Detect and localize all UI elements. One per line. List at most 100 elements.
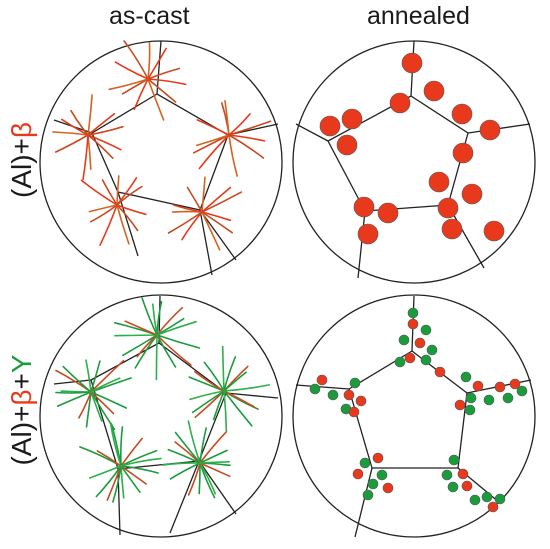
gamma-particle (376, 469, 388, 481)
grain-boundary (199, 209, 213, 276)
beta-gamma-needle-cluster (155, 334, 158, 381)
beta-gamma-needle-cluster (194, 370, 225, 392)
beta-gamma-needle-cluster (120, 457, 162, 467)
beta-particle (483, 220, 505, 242)
beta-needle-cluster (101, 179, 118, 206)
beta-gamma-needle-cluster (199, 461, 230, 464)
gamma-particle (420, 324, 432, 336)
gamma-particle (362, 489, 374, 501)
beta-needle-cluster (201, 186, 232, 213)
beta-gamma-needle-cluster (90, 391, 103, 422)
grain-boundary (169, 460, 200, 534)
beta-gamma-needle-cluster (189, 390, 225, 401)
grain-circle-as-cast-beta-gamma (39, 294, 283, 538)
beta-particle (316, 374, 328, 386)
gamma-particle (447, 481, 459, 493)
beta-needle-cluster (88, 204, 118, 213)
beta-gamma-needle-cluster (124, 320, 158, 336)
beta-needle-cluster (90, 204, 118, 223)
beta-needle-cluster (201, 211, 221, 251)
beta-gamma-needle-cluster (223, 356, 237, 392)
grain-boundary (53, 379, 92, 385)
beta-gamma-needle-cluster (90, 359, 125, 393)
beta-particle (401, 52, 423, 74)
beta-particle (343, 389, 355, 401)
beta-gamma-needle-cluster (167, 448, 201, 464)
beta-gamma-needle-cluster (187, 462, 201, 496)
gamma-particle (367, 478, 379, 490)
beta-particle (428, 171, 450, 193)
beta-needle-cluster (55, 134, 89, 153)
beta-particle (487, 501, 499, 513)
beta-needle-cluster (196, 134, 230, 147)
gamma-particle (398, 334, 410, 346)
beta-particle (353, 196, 375, 218)
beta-gamma-needle-cluster (199, 462, 231, 478)
beta-needle-cluster (224, 100, 230, 136)
beta-gamma-needle-cluster (223, 384, 270, 392)
beta-particle (452, 142, 474, 164)
grain-boundary (198, 460, 237, 515)
beta-needle-cluster (147, 78, 187, 86)
beta-gamma-needle-cluster (120, 465, 159, 474)
gamma-particle (481, 491, 493, 503)
beta-gamma-needle-cluster (120, 465, 147, 485)
beta-particle (341, 108, 363, 130)
beta-particle (389, 92, 411, 114)
beta-needle-cluster (114, 61, 149, 80)
beta-gamma-needle-cluster (212, 390, 225, 421)
beta-particle (357, 223, 379, 245)
beta-particle (472, 380, 484, 392)
beta-gamma-needle-cluster (62, 365, 92, 393)
beta-gamma-needle-cluster (156, 300, 163, 336)
beta-needle-cluster (201, 191, 243, 213)
beta-needle-cluster (147, 42, 151, 80)
grain-boundary (295, 123, 329, 142)
gamma-particle (448, 454, 460, 466)
beta-particle (407, 318, 419, 330)
beta-needle-cluster (87, 134, 114, 159)
beta-particle (461, 183, 483, 205)
beta-needle-cluster (87, 94, 93, 136)
gamma-particle (516, 385, 528, 397)
beta-gamma-needle-cluster (78, 391, 92, 419)
beta-particle (352, 468, 364, 480)
beta-particle (494, 381, 506, 393)
beta-needle-cluster (116, 175, 120, 206)
grain-boundary (357, 210, 366, 279)
beta-gamma-needle-cluster (191, 390, 225, 414)
beta-gamma-needle-cluster (156, 334, 192, 366)
gamma-particle (494, 493, 506, 505)
beta-gamma-needle-cluster (120, 437, 143, 467)
gamma-particle (426, 344, 438, 356)
beta-needle-cluster (123, 40, 149, 80)
gamma-particle (394, 356, 406, 368)
beta-particle (434, 366, 446, 378)
beta-needle-cluster (228, 134, 238, 177)
gamma-particle (441, 469, 453, 481)
beta-gamma-needle-cluster (56, 391, 92, 407)
beta-needle-cluster (87, 125, 124, 136)
column-label-as-cast: as-cast (109, 2, 190, 30)
beta-needle-cluster (87, 112, 116, 136)
beta-gamma-needle-cluster (223, 390, 253, 427)
beta-needle-cluster (147, 78, 165, 121)
beta-gamma-needle-cluster (199, 462, 217, 495)
beta-needle-cluster (201, 211, 233, 234)
beta-particle (457, 468, 469, 480)
beta-gamma-needle-cluster (187, 420, 201, 464)
beta-needle-cluster (186, 186, 203, 213)
beta-particle (441, 218, 463, 240)
beta-gamma-needle-cluster (199, 449, 228, 464)
beta-particle (382, 482, 394, 494)
beta-particle (348, 406, 360, 418)
beta-gamma-needle-cluster (114, 334, 158, 337)
beta-particle (437, 197, 459, 219)
beta-particle (451, 103, 473, 125)
beta-needle-cluster (108, 78, 149, 91)
beta-needle-cluster (116, 204, 139, 232)
grain-boundary (156, 40, 162, 95)
beta-gamma-needle-cluster (223, 390, 256, 408)
